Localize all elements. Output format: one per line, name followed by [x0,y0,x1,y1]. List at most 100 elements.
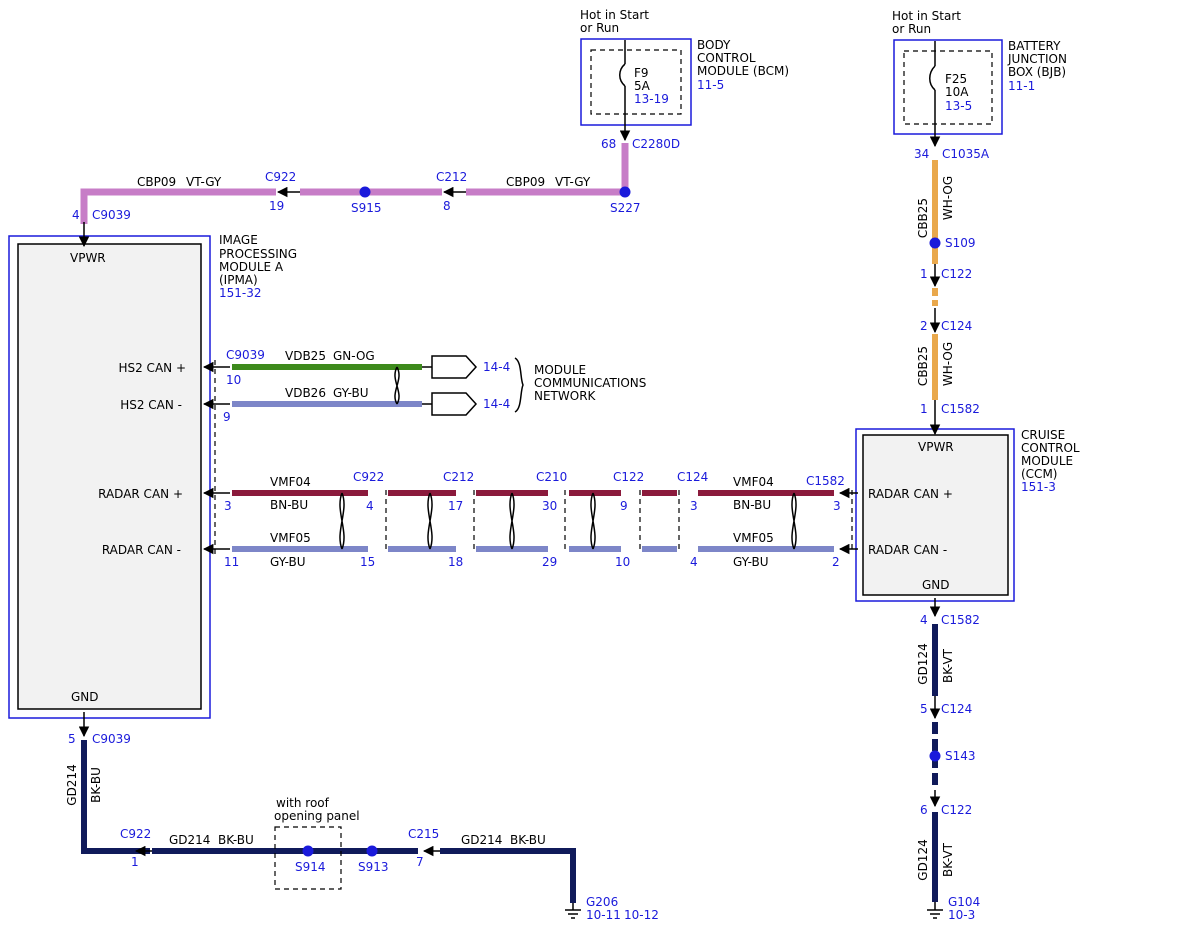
c9039-power-pin: 4 [72,208,80,222]
splice-s109-label[interactable]: S109 [945,236,976,250]
gd214-vertical-color: BK-BU [89,767,103,803]
c9039-ground-label[interactable]: C9039 [92,732,131,746]
ipma-hs2-plus-label: HS2 CAN + [118,361,186,375]
ccm-name-2: CONTROL [1021,441,1080,455]
g206-ref-2[interactable]: 10-12 [624,908,659,922]
g206-label[interactable]: G206 [586,895,618,909]
c922-radar-plus-pin: 4 [366,499,374,513]
cbp09-left-color: VT-GY [186,175,222,189]
bjb-ref[interactable]: 11-1 [1008,79,1035,93]
bjb-fuse-ref[interactable]: 13-5 [945,99,972,113]
vdb25-label: VDB25 [285,349,326,363]
c9039-hs2-label[interactable]: C9039 [226,348,265,362]
radar-twist-icon-5 [791,492,797,550]
hs2-plus-connector-icon[interactable] [431,355,478,379]
c1582-power-label[interactable]: C1582 [941,402,980,416]
c212-power-label[interactable]: C212 [436,170,467,184]
splice-s913-dot[interactable] [366,845,378,857]
wire-cbp09-left[interactable] [80,188,276,224]
g206-ref-1[interactable]: 10-11 [586,908,621,922]
gd124-top-color: BK-VT [941,648,955,683]
radar-twist-icon-1 [339,492,345,550]
gd124-top-label: GD124 [916,643,930,684]
c210-radar-label[interactable]: C210 [536,470,567,484]
splice-s913-label[interactable]: S913 [358,860,389,874]
c215-pin: 7 [416,855,424,869]
ccm-radar-plus-label: RADAR CAN + [868,487,953,501]
ipma-radar-minus-label: RADAR CAN - [102,543,181,557]
ipma-name-3: MODULE A [219,260,284,274]
hs2-minus-ref[interactable]: 14-4 [483,397,510,411]
splice-s914-label[interactable]: S914 [295,860,326,874]
ccm-module: VPWR GND RADAR CAN + RADAR CAN - CRUISE … [851,428,1080,602]
hs2-minus-connector-icon[interactable] [431,392,478,416]
c922-power-pin: 19 [269,199,284,213]
c1582-ground-label[interactable]: C1582 [941,613,980,627]
ipma-frame [8,235,211,719]
ipma-ground-wires: C9039 5 GD214 BK-BU C922 1 GD214 BK-BU w… [65,712,659,922]
splice-s109-dot[interactable] [929,237,941,249]
ccm-name-4: (CCM) [1021,467,1057,481]
ccm-ref[interactable]: 151-3 [1021,480,1056,494]
bjb-connector[interactable]: C1035A [942,147,990,161]
c1582-radar-label[interactable]: C1582 [806,474,845,488]
wire-gd214-ipma[interactable] [81,740,150,854]
c124-power-label[interactable]: C124 [941,319,972,333]
c124-radar-plus-pin: 3 [690,499,698,513]
vmf04-right-label: VMF04 [733,475,774,489]
ipma-ref[interactable]: 151-32 [219,286,262,300]
c122-power-pin: 1 [920,267,928,281]
ipma-name: IMAGE [219,233,258,247]
roof-option-note: with roof [276,796,330,810]
splice-s915-label[interactable]: S915 [351,201,382,215]
c122-radar-minus-pin: 10 [615,555,630,569]
ipma-vpwr-label: VPWR [70,251,106,265]
c922-radar-label[interactable]: C922 [353,470,384,484]
bjb-name-2: JUNCTION [1007,52,1067,66]
ipma-name-2: PROCESSING [219,247,297,261]
ccm-name: CRUISE [1021,428,1065,442]
c124-ground-label[interactable]: C124 [941,702,972,716]
c122-radar-plus-pin: 9 [620,499,628,513]
c122-power-label[interactable]: C122 [941,267,972,281]
splice-s143-label[interactable]: S143 [945,749,976,763]
hs2-plus-pin: 10 [226,373,241,387]
ccm-body [862,434,1009,596]
c9039-power-label[interactable]: C9039 [92,208,131,222]
vmf04-left-label: VMF04 [270,475,311,489]
bcm-ref[interactable]: 11-5 [697,78,724,92]
wire-gd214-ground[interactable] [440,848,576,903]
c124-radar-label[interactable]: C124 [677,470,708,484]
bcm-pin: 68 [601,137,616,151]
hs2-twist-icon [394,366,400,405]
splice-s915-dot[interactable] [359,186,371,198]
splice-s143-dot[interactable] [929,750,941,762]
ipma-name-4: (IPMA) [219,273,258,287]
c922-ground-label[interactable]: C922 [120,827,151,841]
vdb25-color: GN-OG [333,349,375,363]
splice-s914-dot[interactable] [302,845,314,857]
c122-ground-label[interactable]: C122 [941,803,972,817]
bcm-name: BODY [697,38,731,52]
ipma-radar-plus-pin: 3 [224,499,232,513]
c210-radar-minus-pin: 29 [542,555,557,569]
bjb-fuse-amp: 10A [945,85,969,99]
splice-s227-label[interactable]: S227 [610,201,641,215]
c215-label[interactable]: C215 [408,827,439,841]
bcm-connector[interactable]: C2280D [632,137,680,151]
g104-ref[interactable]: 10-3 [948,908,975,922]
vmf04-right-color: BN-BU [733,498,771,512]
ccm-name-3: MODULE [1021,454,1073,468]
g104-label[interactable]: G104 [948,895,980,909]
bcm-fuse-ref[interactable]: 13-19 [634,92,669,106]
c210-radar-plus-pin: 30 [542,499,557,513]
splice-s227-dot[interactable] [619,186,631,198]
network-label-3: NETWORK [534,389,597,403]
c922-power-label[interactable]: C922 [265,170,296,184]
c122-radar-label[interactable]: C122 [613,470,644,484]
roof-option-note-2: opening panel [274,809,360,823]
c212-radar-label[interactable]: C212 [443,470,474,484]
power-feed-wires: CBP09 VT-GY CBP09 VT-GY S227 S915 C212 8… [72,143,641,248]
hs2-plus-ref[interactable]: 14-4 [483,360,510,374]
